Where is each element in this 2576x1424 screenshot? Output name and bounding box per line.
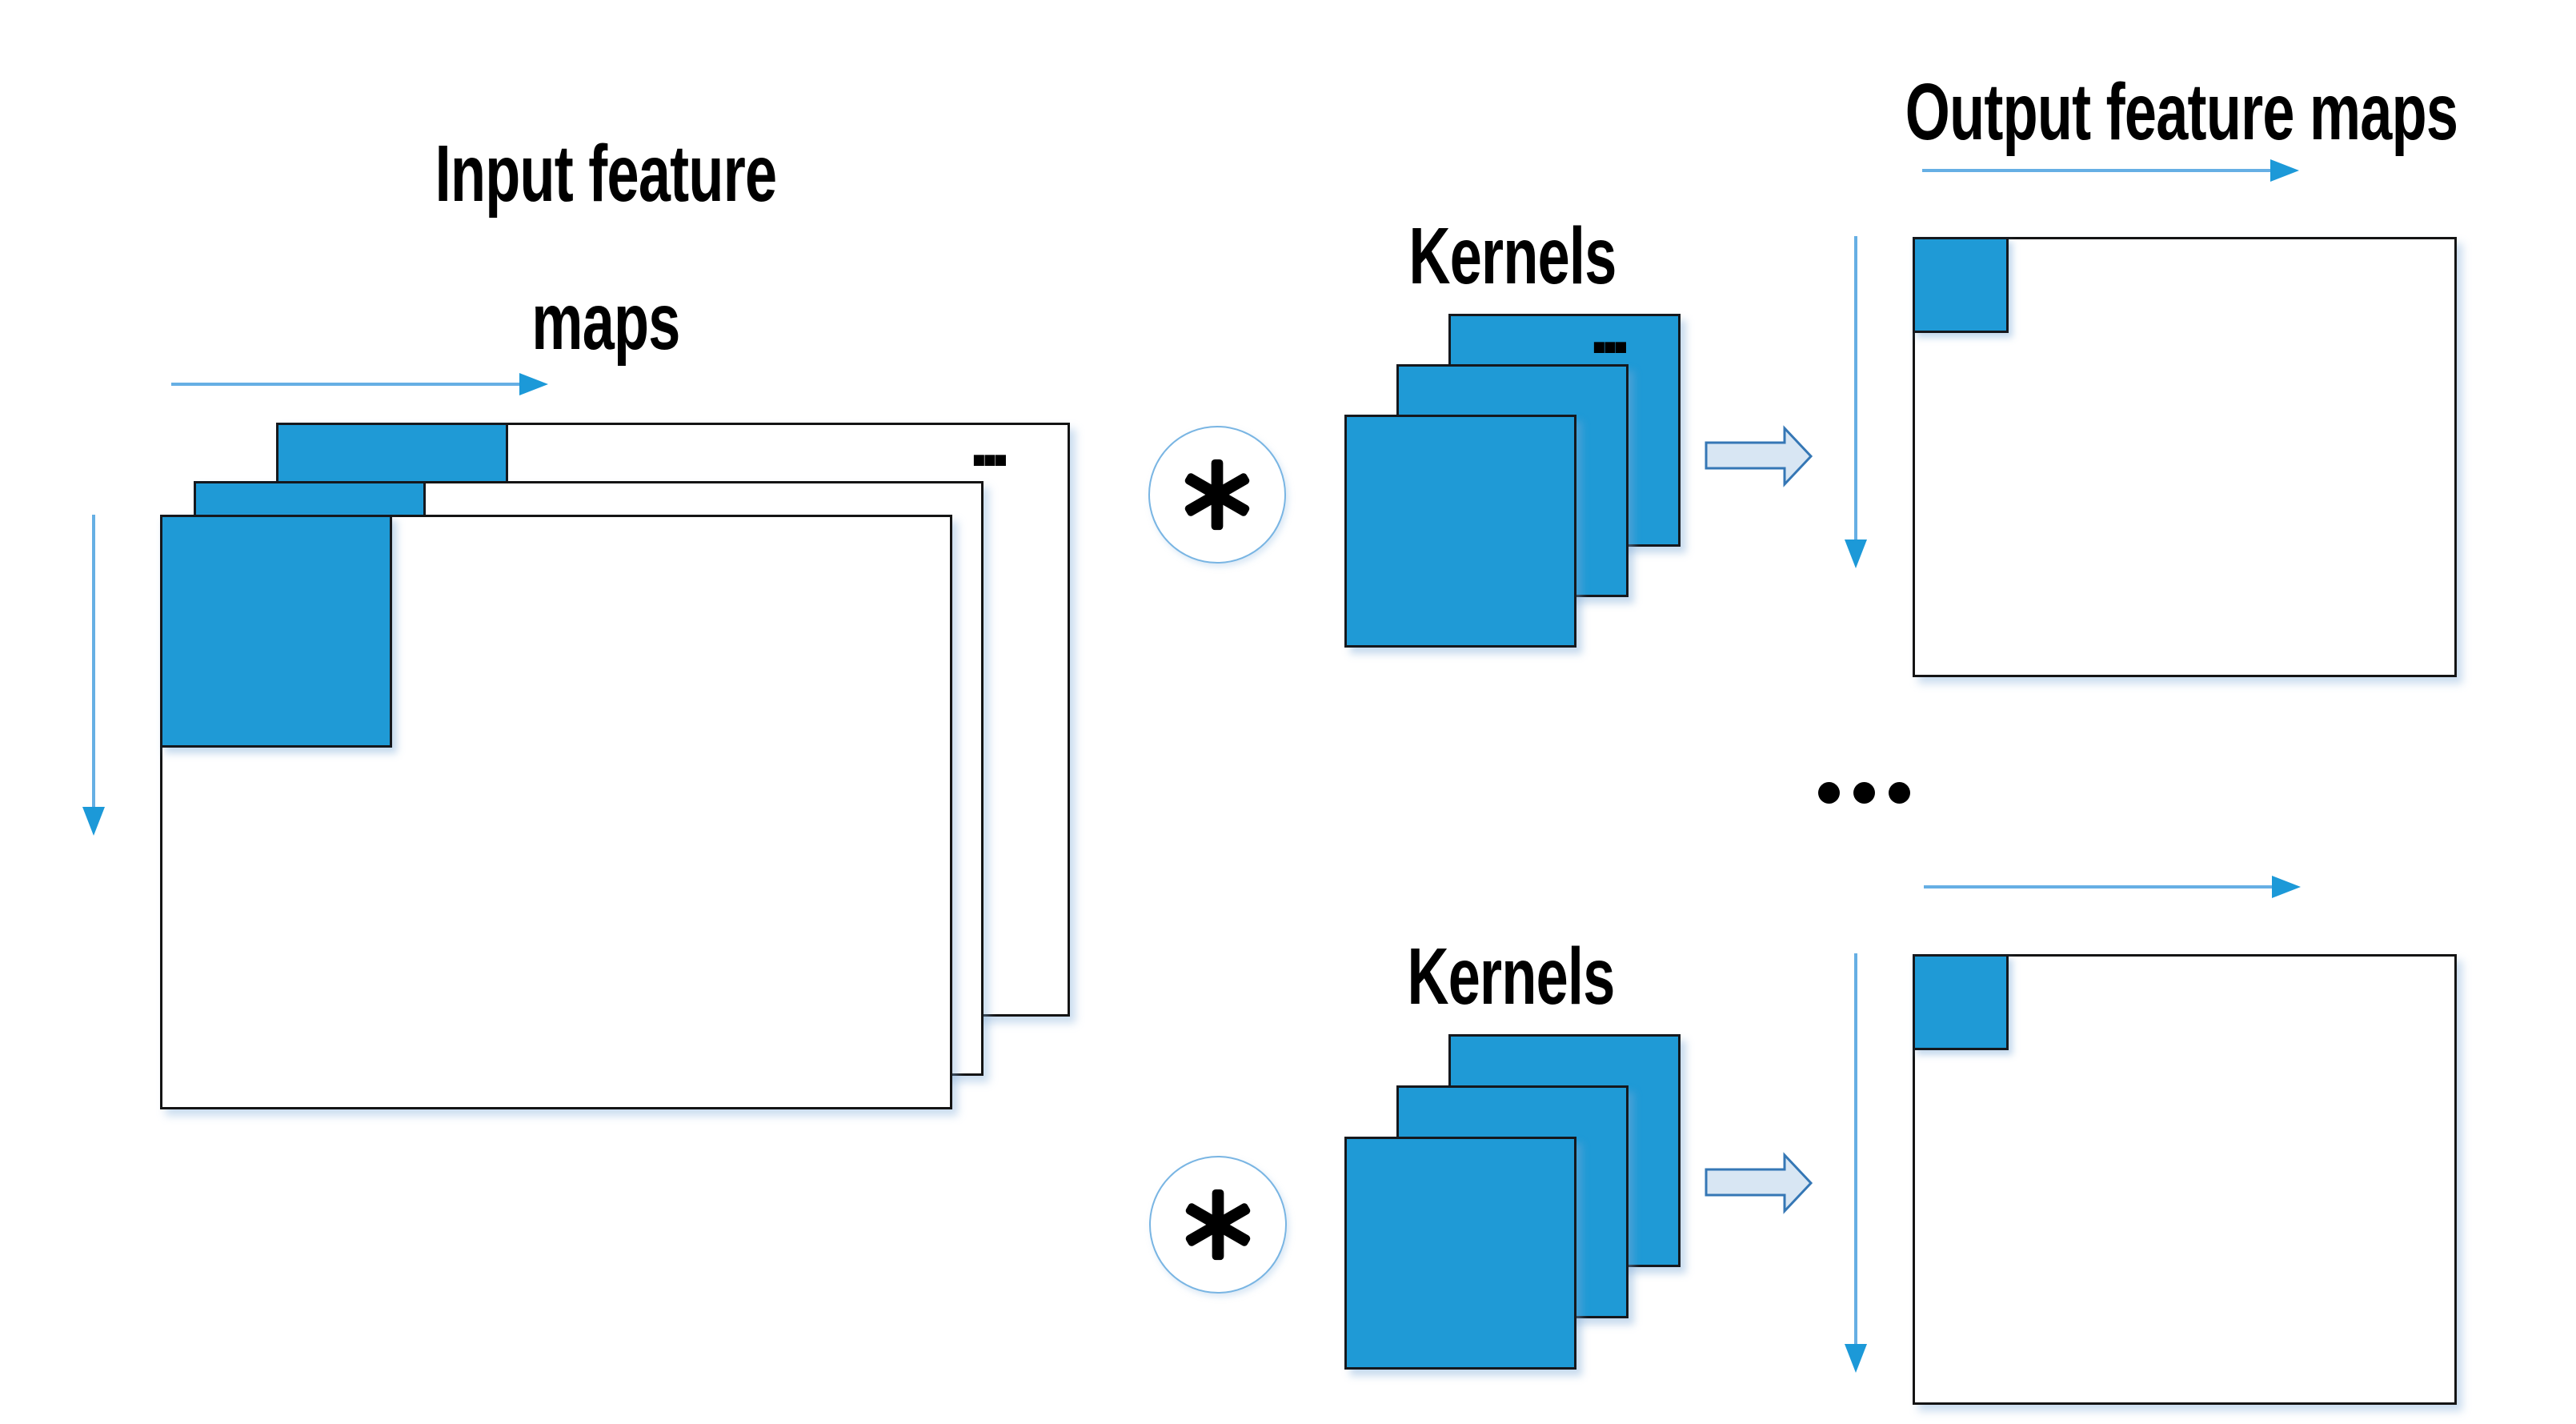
- output-top-vertical-scan-arrow-icon: [1845, 236, 1867, 568]
- output-patch-top: [1913, 237, 2009, 333]
- convolution-operator-top: [1148, 426, 1286, 564]
- output-patch-bottom: [1913, 954, 2009, 1050]
- kernels-title-bottom: Kernels: [1407, 932, 1615, 1021]
- convolution-operator-bottom: [1149, 1156, 1287, 1294]
- output-bottom-horizontal-scan-arrow-icon: [1924, 876, 2301, 898]
- output-top-horizontal-scan-arrow-icon: [1922, 159, 2299, 182]
- produces-arrow-top-icon: [1705, 425, 1813, 487]
- output-bottom-vertical-scan-arrow-icon: [1845, 953, 1867, 1373]
- input-feature-maps-title: Input feature maps: [435, 129, 777, 367]
- asterisk-icon: [1184, 459, 1250, 531]
- kernels-stack-ellipsis: ...: [1588, 287, 1632, 369]
- branches-ellipsis: [1818, 782, 1910, 804]
- kernels-title-top: Kernels: [1408, 211, 1617, 301]
- input-patch-front: [160, 515, 392, 748]
- ellipsis-dot: [1889, 782, 1910, 804]
- kernel-bottom-front: [1344, 1137, 1576, 1370]
- ellipsis-dot: [1853, 782, 1875, 804]
- produces-arrow-bottom-icon: [1705, 1152, 1813, 1214]
- input-vertical-scan-arrow-icon: [82, 515, 105, 836]
- input-horizontal-scan-arrow-icon: [171, 373, 548, 395]
- output-feature-maps-title: Output feature maps: [1905, 67, 2458, 157]
- ellipsis-dot: [1818, 782, 1840, 804]
- kernel-top-front: [1344, 415, 1576, 648]
- asterisk-icon: [1185, 1189, 1251, 1261]
- input-stack-ellipsis: ...: [968, 400, 1012, 482]
